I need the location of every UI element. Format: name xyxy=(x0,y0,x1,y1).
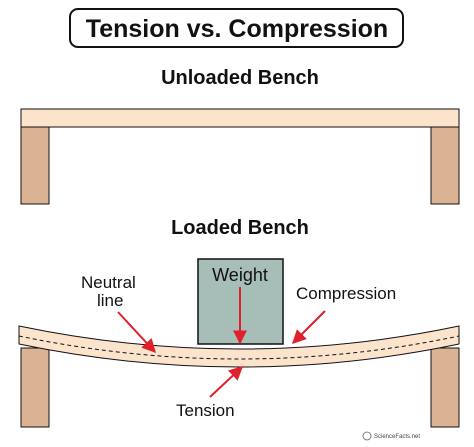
tension-arrow xyxy=(209,366,244,398)
loaded-bench xyxy=(18,325,460,428)
weight-label: Weight xyxy=(212,265,268,285)
loaded-right-leg xyxy=(430,347,460,428)
sciencefacts-logo: ScienceFacts.net xyxy=(362,431,420,441)
loaded-heading: Loaded Bench xyxy=(171,217,309,239)
unloaded-bench xyxy=(20,108,460,205)
loaded-left-leg xyxy=(20,347,50,428)
neutral-line-label-line1: Neutral xyxy=(81,273,136,292)
tension-label: Tension xyxy=(176,401,235,420)
compression-label: Compression xyxy=(296,284,396,303)
compression-arrow xyxy=(292,310,326,344)
title-frame xyxy=(69,8,404,48)
neutral-line-arrow xyxy=(117,311,156,354)
unloaded-heading: Unloaded Bench xyxy=(161,67,319,89)
bent-bench-top xyxy=(18,325,460,368)
atom-icon xyxy=(362,431,372,441)
unloaded-bench-top xyxy=(20,108,460,128)
unloaded-left-leg xyxy=(20,125,50,205)
title: Tension vs. Compression xyxy=(86,15,388,43)
neutral-line-label-line2: line xyxy=(97,291,123,310)
logo-text: ScienceFacts.net xyxy=(374,434,420,440)
title-box: Tension vs. Compression xyxy=(69,8,404,48)
unloaded-right-leg xyxy=(430,125,460,205)
